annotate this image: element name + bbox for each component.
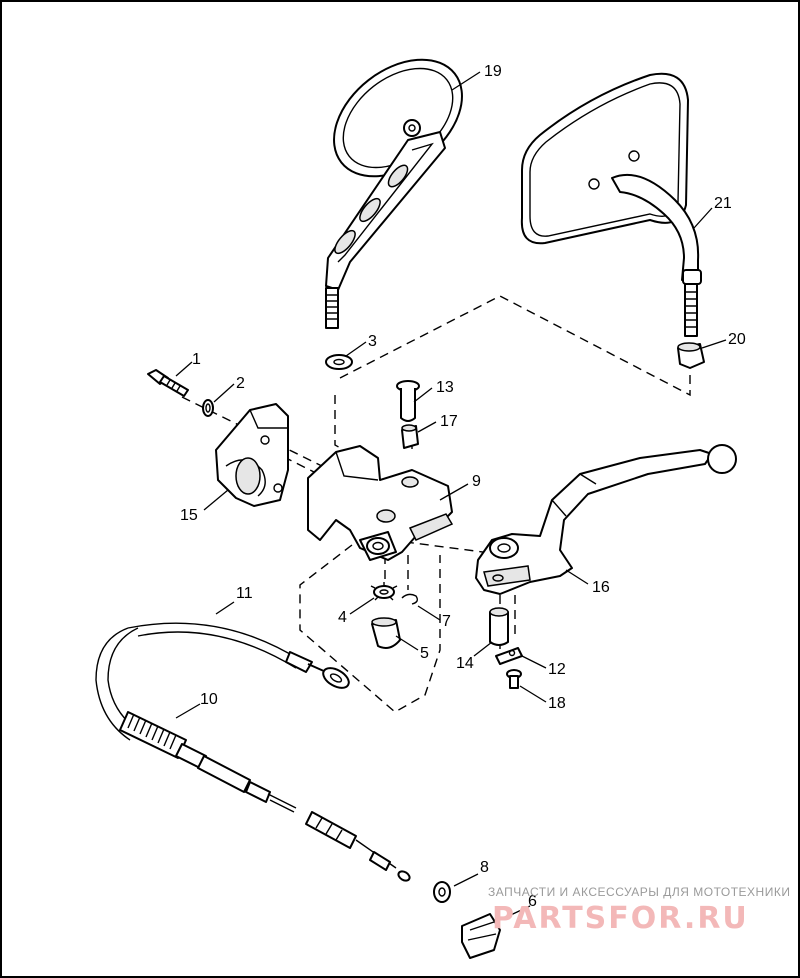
watermark-logo: PARTSFOR.RU [492, 901, 749, 936]
callout-4: 4 [338, 609, 347, 626]
callout-6: 6 [528, 893, 537, 910]
callout-17: 17 [440, 413, 458, 430]
callout-11: 11 [236, 585, 253, 602]
callout-9: 9 [472, 473, 481, 490]
pivot-bushing [401, 424, 419, 449]
callout-16: 16 [592, 579, 610, 596]
cap-nut [371, 617, 401, 649]
rectangular-mirror [520, 72, 702, 337]
callout-2: 2 [236, 375, 245, 392]
watermark-caption: ЗАПЧАСТИ И АКСЕССУАРЫ ДЛЯ МОТОТЕХНИКИ [488, 885, 790, 899]
star-washer [370, 582, 398, 601]
callout-12: 12 [548, 661, 566, 678]
cable-clip [461, 913, 501, 959]
callout-5: 5 [420, 645, 429, 662]
watermark: ЗАПЧАСТИ И АКСЕССУАРЫ ДЛЯ МОТОТЕХНИКИ PA… [488, 885, 790, 936]
callout-7: 7 [442, 613, 451, 630]
callout-14: 14 [456, 655, 474, 672]
clutch-cable [119, 711, 411, 882]
callout-20: 20 [728, 331, 746, 348]
cable-washer [433, 881, 451, 903]
callout-labels: 19 21 20 3 1 2 13 17 9 15 16 4 7 5 14 12… [180, 63, 746, 910]
clutch-lever [475, 444, 737, 595]
callout-15: 15 [180, 507, 198, 524]
callout-8: 8 [480, 859, 489, 876]
callout-13: 13 [436, 379, 454, 396]
cable-pin [489, 607, 509, 646]
handlebar-clamp [215, 403, 289, 507]
callout-3: 3 [368, 333, 377, 350]
round-mirror [325, 58, 463, 329]
callout-21: 21 [714, 195, 732, 212]
pin-clip [495, 647, 523, 665]
callout-10: 10 [200, 691, 218, 708]
callout-18: 18 [548, 695, 566, 712]
clamp-washer [202, 399, 214, 417]
pivot-pin [396, 380, 420, 422]
ground-cable [95, 622, 350, 741]
clutch-lever-housing [307, 445, 454, 561]
callout-1: 1 [192, 351, 201, 368]
mirror-washer [325, 354, 353, 370]
callout-leaders [175, 71, 727, 921]
clip-screw [506, 669, 522, 689]
clamp-screw [147, 369, 189, 397]
callout-19: 19 [484, 63, 502, 80]
acorn-nut [677, 342, 705, 369]
retaining-clip [401, 593, 419, 605]
